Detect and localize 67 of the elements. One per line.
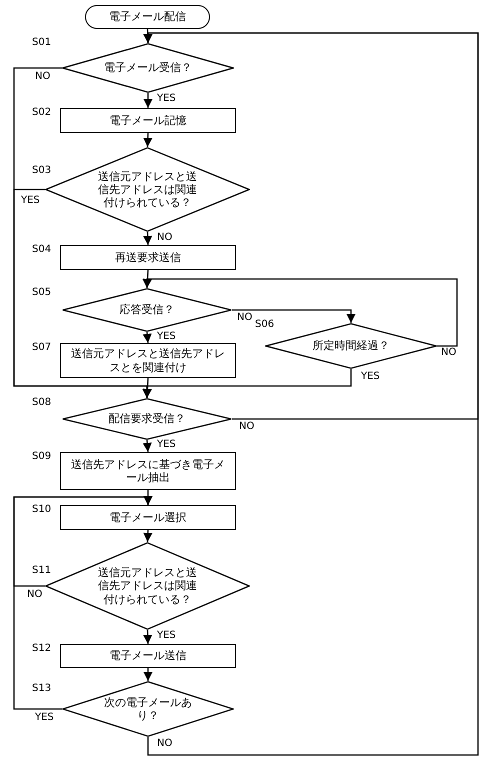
step-text: 送信元アドレスと送信先アドレスとを関連付け <box>70 347 226 374</box>
terminal <box>85 5 210 29</box>
step-number: S13 <box>32 684 52 694</box>
process-box <box>60 644 236 668</box>
step-text: 電子メール受信？ <box>103 61 193 75</box>
edge-label: NO <box>440 348 458 358</box>
step-number: S12 <box>32 644 52 654</box>
arrow <box>143 32 479 756</box>
edge-label: YES <box>156 94 177 104</box>
edge-label: YES <box>20 196 41 206</box>
step-text: 配信要求受信？ <box>108 412 186 426</box>
step-number: S01 <box>32 38 52 48</box>
step-text: 応答受信？ <box>118 303 176 317</box>
arrow <box>142 270 152 288</box>
step-number: S04 <box>32 245 52 255</box>
edge-label: YES <box>156 631 177 641</box>
step-number: S10 <box>32 505 52 515</box>
edge-label: YES <box>34 713 55 723</box>
step-text: 送信先アドレスに基づき電子メール抽出 <box>70 458 226 484</box>
decision-diamond <box>62 288 232 332</box>
step-text: 所定時間経過？ <box>312 339 390 353</box>
edge-label: NO <box>34 72 52 82</box>
arrow <box>142 369 352 398</box>
step-number: S11 <box>32 566 52 576</box>
process-box <box>60 108 236 133</box>
decision-diamond <box>62 398 232 440</box>
edge-label: NO <box>156 233 174 243</box>
step-text: 電子メール記憶 <box>108 114 188 128</box>
edge-label: NO <box>236 313 254 323</box>
edge-label: YES <box>156 332 177 342</box>
arrow <box>142 440 152 452</box>
arrow <box>143 668 153 681</box>
step-number: S05 <box>32 288 52 298</box>
step-text: 送信元アドレスと送信先アドレスは関連付けられている？ <box>96 566 198 606</box>
arrow <box>143 132 152 148</box>
step-text: 電子メール送信 <box>108 649 188 663</box>
step-text: 次の電子メールあり？ <box>103 696 193 722</box>
arrow <box>142 278 458 347</box>
step-number: S08 <box>32 398 52 408</box>
decision-diamond <box>62 681 234 737</box>
edge-label: YES <box>156 440 177 450</box>
process-box <box>60 343 236 378</box>
arrow <box>13 496 153 710</box>
arrow <box>142 378 152 398</box>
arrow <box>143 93 153 108</box>
process-box <box>60 505 236 530</box>
arrow <box>143 232 152 246</box>
step-number: S02 <box>32 108 52 118</box>
step-text: 再送要求送信 <box>114 250 182 264</box>
edge-label: NO <box>238 422 256 432</box>
edge-label: YES <box>360 372 381 382</box>
arrow <box>143 630 152 644</box>
process-box <box>60 245 236 270</box>
edge-label: NO <box>156 739 174 749</box>
step-text: 送信元アドレスと送信先アドレスは関連付けられている？ <box>96 170 198 210</box>
step-number: S07 <box>32 343 52 353</box>
step-number: S03 <box>32 166 52 176</box>
arrow <box>142 332 152 344</box>
decision-diamond <box>62 43 234 93</box>
edge-label: NO <box>26 590 44 600</box>
process-box <box>60 452 236 490</box>
step-number: S06 <box>255 320 274 330</box>
arrow <box>232 309 356 323</box>
arrow <box>143 530 152 542</box>
step-text: 電子メール配信 <box>108 10 187 24</box>
step-text: 電子メール選択 <box>108 510 188 524</box>
step-number: S09 <box>32 452 52 462</box>
